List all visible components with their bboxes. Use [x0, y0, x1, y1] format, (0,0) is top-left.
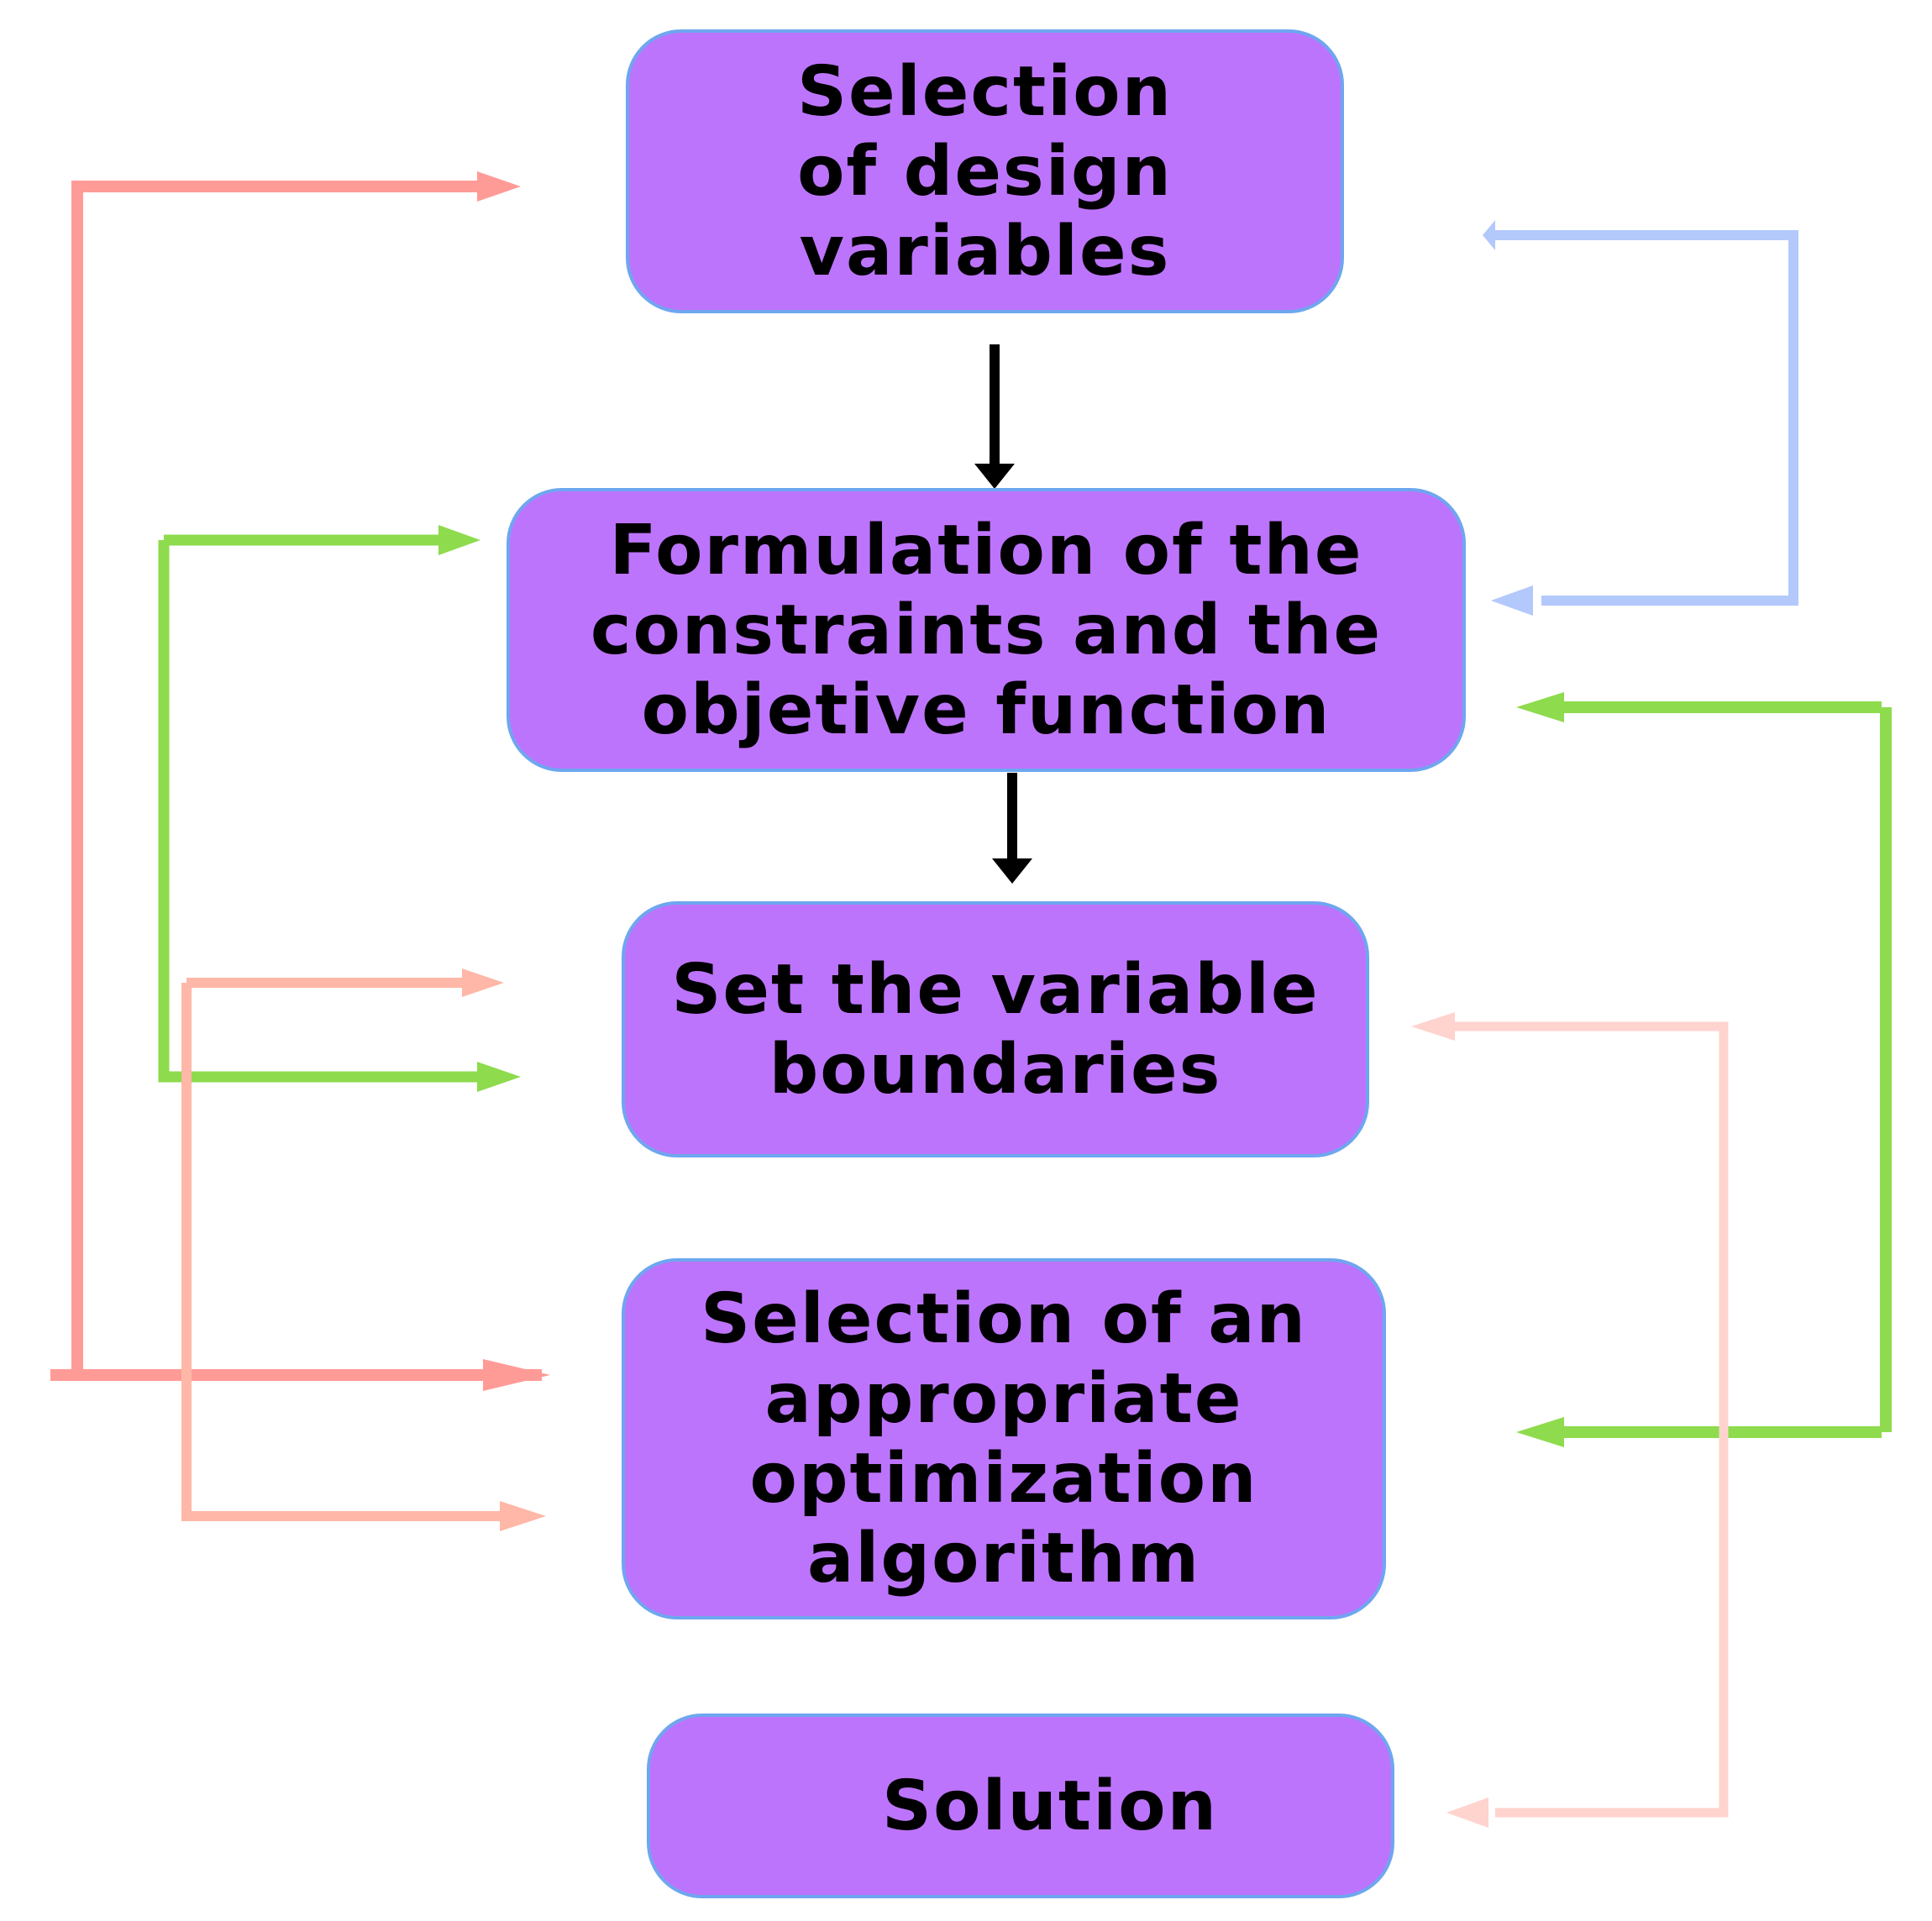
arrowhead [477, 1062, 521, 1092]
arrowhead [500, 1501, 546, 1531]
arrowhead [1446, 1798, 1488, 1828]
edge-selection-optimization-algorithm-to-formulation-constraints-objective [1516, 692, 1892, 1447]
node-label: Selection of an appropriate optimization… [701, 1279, 1307, 1598]
edge-formulation-constraints-objective-to-selection-design-variables [1483, 220, 1798, 616]
node-label: Solution [882, 1766, 1218, 1846]
node-label: Set the variable boundaries [671, 949, 1320, 1110]
node-selection-optimization-algorithm: Selection of an appropriate optimization… [622, 1258, 1386, 1619]
arrowhead [477, 171, 521, 202]
arrowhead [1516, 692, 1564, 722]
node-label: Formulation of the constraints and the o… [590, 510, 1383, 750]
arrowhead [462, 968, 504, 997]
arrowhead [992, 858, 1032, 884]
edge-set-variable-boundaries-to-formulation-constraints-objective [158, 525, 521, 1092]
node-selection-design-variables: Selection of design variables [626, 29, 1344, 313]
arrowhead [1491, 585, 1533, 616]
arrowhead [1411, 1012, 1455, 1041]
arrowhead [483, 1359, 550, 1391]
arrowhead [1516, 1417, 1564, 1447]
arrowhead [438, 525, 480, 555]
edge-formulation-constraints-objective-to-set-variable-boundaries [992, 773, 1032, 884]
arrowhead [1483, 220, 1495, 250]
edge-selection-design-variables-to-formulation-constraints-objective [974, 344, 1015, 489]
node-formulation-constraints-objective: Formulation of the constraints and the o… [507, 488, 1466, 772]
node-set-variable-boundaries: Set the variable boundaries [622, 901, 1369, 1157]
node-solution: Solution [647, 1714, 1394, 1898]
edge-selection-optimization-algorithm-to-set-variable-boundaries [181, 968, 546, 1531]
arrowhead [974, 464, 1015, 489]
edge-selection-optimization-algorithm-to-selection-design-variables [50, 171, 550, 1391]
edge-solution-to-set-variable-boundaries [1411, 1012, 1729, 1828]
node-label: Selection of design variables [796, 51, 1173, 291]
